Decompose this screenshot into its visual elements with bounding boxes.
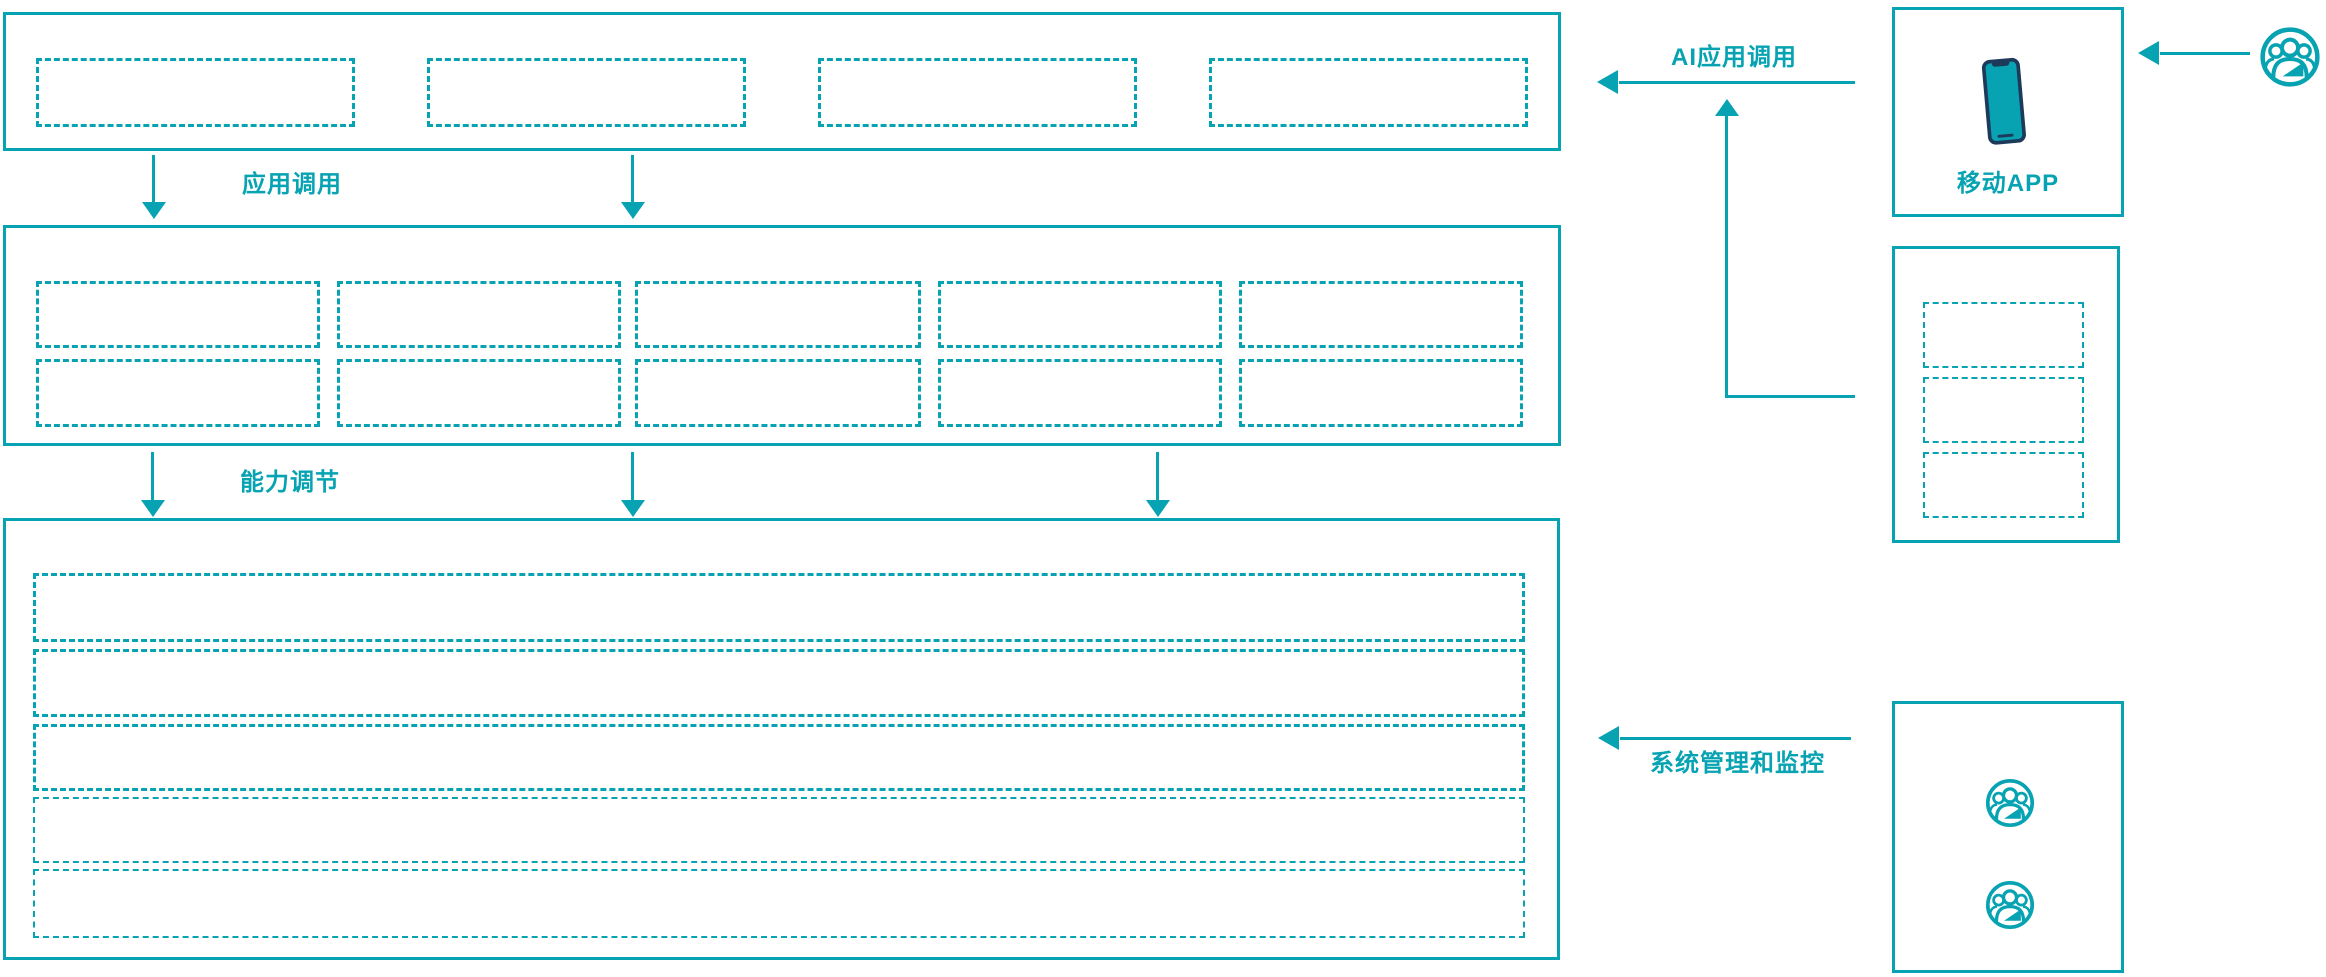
- middle-cell-r2c3: [635, 359, 921, 427]
- bottom-panel: [3, 518, 1560, 960]
- top-placeholder-3: [818, 58, 1137, 127]
- stack-elbow-line: [1725, 395, 1855, 398]
- top-panel: [3, 12, 1561, 151]
- app-call-arrowhead-2: [621, 202, 645, 219]
- mobile-app-label: 移动APP: [1956, 170, 2060, 197]
- user-arrowhead: [2138, 41, 2159, 65]
- capability-arrow-line-2: [631, 452, 634, 500]
- top-placeholder-2: [427, 58, 746, 127]
- stack-up-arrow-line: [1725, 115, 1728, 397]
- middle-cell-r2c5: [1239, 359, 1523, 427]
- user-arrow-line: [2160, 52, 2250, 55]
- stack-placeholder-3: [1923, 452, 2084, 518]
- capability-arrowhead-1: [141, 500, 165, 517]
- middle-cell-r1c2: [337, 281, 621, 348]
- middle-panel: [3, 225, 1561, 446]
- system-mgmt-label: 系统管理和监控: [1650, 750, 1825, 777]
- top-placeholder-1: [36, 58, 355, 127]
- bottom-row-3: [33, 724, 1525, 791]
- middle-cell-r1c3: [635, 281, 921, 348]
- top-placeholder-4: [1209, 58, 1528, 127]
- app-call-arrow-line-1: [152, 155, 155, 202]
- bottom-row-5: [33, 869, 1525, 938]
- smartphone-icon: [1981, 57, 2026, 145]
- admin-users-icon-2: [1985, 880, 2035, 930]
- stack-placeholder-2: [1923, 377, 2084, 443]
- ai-app-call-arrow-line: [1619, 81, 1855, 84]
- system-mgmt-arrowhead: [1598, 726, 1619, 750]
- middle-cell-r1c5: [1239, 281, 1523, 348]
- capability-arrow-line-1: [151, 452, 154, 500]
- capability-arrowhead-3: [1146, 500, 1170, 517]
- stack-placeholder-1: [1923, 302, 2084, 368]
- app-call-label: 应用调用: [242, 171, 342, 198]
- middle-cell-r1c1: [36, 281, 320, 348]
- ai-app-call-arrowhead: [1597, 70, 1618, 94]
- capability-arrowhead-2: [621, 500, 645, 517]
- ai-app-call-label: AI应用调用: [1671, 44, 1797, 71]
- capability-adjust-label: 能力调节: [240, 469, 340, 496]
- stack-up-arrowhead: [1715, 99, 1739, 116]
- middle-cell-r2c2: [337, 359, 621, 427]
- capability-arrow-line-3: [1156, 452, 1159, 500]
- bottom-row-4: [33, 797, 1525, 863]
- app-call-arrowhead-1: [142, 202, 166, 219]
- bottom-row-1: [33, 573, 1525, 642]
- bottom-row-2: [33, 649, 1525, 717]
- system-mgmt-arrow-line: [1620, 737, 1851, 740]
- middle-cell-r1c4: [938, 281, 1222, 348]
- middle-cell-r2c4: [938, 359, 1222, 427]
- admin-users-icon-1: [1985, 778, 2035, 828]
- app-call-arrow-line-2: [631, 155, 634, 202]
- users-icon: [2260, 27, 2320, 87]
- admin-panel: [1892, 701, 2124, 973]
- middle-cell-r2c1: [36, 359, 320, 427]
